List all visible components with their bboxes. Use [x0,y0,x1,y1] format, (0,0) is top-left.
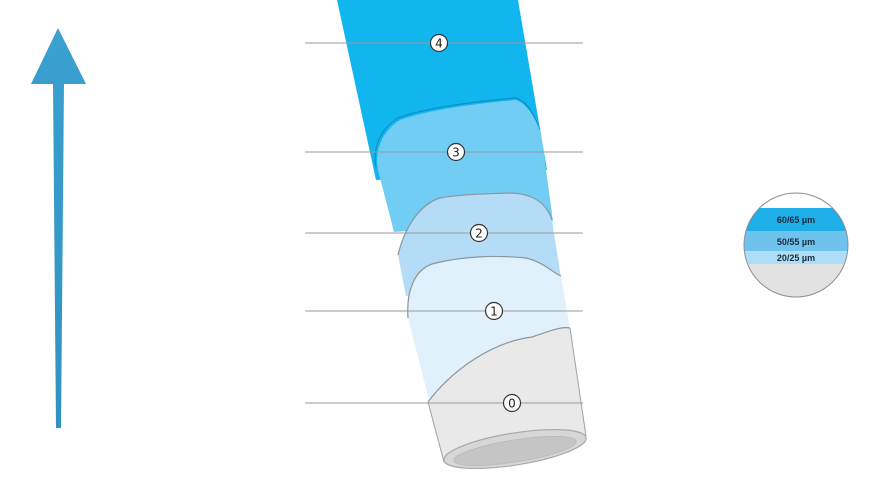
legend-band-50-55 [744,231,848,251]
layer-badge-0: 0 [502,393,522,413]
layer-1-edge [407,255,562,319]
layer-number-2: 2 [475,227,483,241]
upward-arrow-icon [31,28,86,428]
layer-badge-3: 3 [446,142,466,162]
layer-number-0: 0 [508,397,516,411]
legend-label-50-55: 50/55 µm [777,237,815,247]
legend-band-20-25 [744,251,848,264]
layer-1-coating [407,256,572,404]
layer-badges: 4 3 2 1 0 [429,33,522,413]
legend-band-60-65 [744,208,848,231]
legend-label-60-65: 60/65 µm [777,215,815,225]
layer-2-edge [397,192,553,256]
layer-badge-2: 2 [469,223,489,243]
layer-number-1: 1 [490,305,498,319]
legend-label-20-25: 20/25 µm [777,253,815,263]
layer-number-4: 4 [435,37,443,51]
layer-badge-1: 1 [484,301,504,321]
layer-badge-4: 4 [429,33,449,53]
coated-tube [337,0,587,470]
layer-number-3: 3 [452,146,460,160]
thickness-legend: 60/65 µm 50/55 µm 20/25 µm [743,192,849,298]
layer-0-base [428,327,586,462]
layer-0-edge [427,327,571,403]
layer-4-edge [374,97,541,169]
